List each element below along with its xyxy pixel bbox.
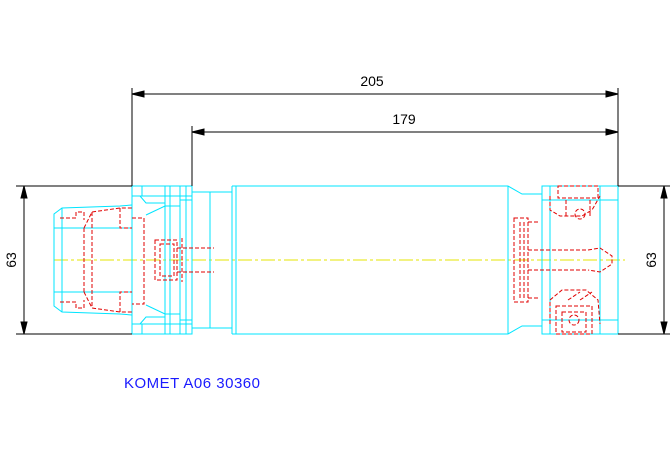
dimension-left-diameter xyxy=(16,185,132,335)
shank-bore-hidden xyxy=(60,207,145,313)
body-pocket-hidden xyxy=(513,217,558,303)
body-outline xyxy=(232,185,619,335)
dimension-overall-length xyxy=(131,88,619,186)
center-drill-hidden xyxy=(558,247,613,273)
dimension-body-length xyxy=(191,126,619,186)
left-diameter-value: 63 xyxy=(3,252,19,268)
part-number-label: KOMET A06 30360 xyxy=(124,375,260,392)
neck-outline xyxy=(192,186,233,334)
bottom-insert-hidden xyxy=(549,289,601,335)
flange-outline xyxy=(131,185,193,335)
top-insert-hidden xyxy=(549,185,601,220)
right-diameter-value: 63 xyxy=(643,252,659,268)
shank-outline xyxy=(53,204,133,316)
dimension-right-diameter xyxy=(618,185,670,335)
hidden-lines xyxy=(60,185,613,335)
body-length-value: 179 xyxy=(392,111,416,127)
overall-length-value: 205 xyxy=(360,73,384,89)
coolant-tube-hidden xyxy=(154,238,214,282)
tool-outline xyxy=(53,185,619,335)
